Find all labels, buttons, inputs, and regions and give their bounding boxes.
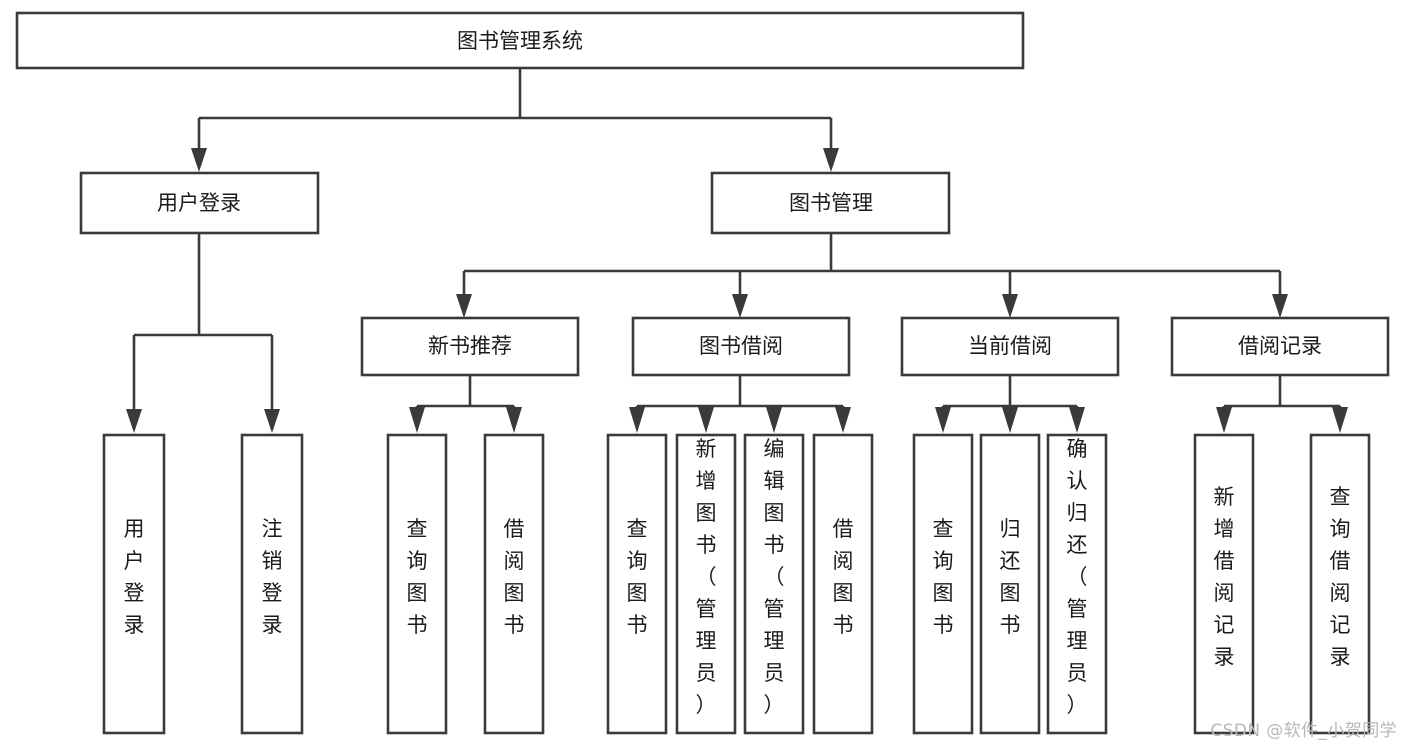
arrowhead-leaf-query-book-1	[409, 407, 425, 433]
arrowhead-leaf-user-login	[126, 409, 142, 433]
csdn-watermark: CSDN @软件_小贺同学	[1210, 721, 1397, 741]
node-borrow-record[interactable]: 借阅记录	[1170, 316, 1390, 377]
node-leaf-user-logout-label: 注销登录	[262, 517, 283, 637]
node-leaf-query-book-2[interactable]: 查询图书	[606, 433, 668, 735]
node-book-borrow-box[interactable]	[631, 316, 851, 377]
node-leaf-borrow-book-2-box[interactable]	[812, 433, 874, 735]
arrowhead-leaf-user-logout	[264, 409, 280, 433]
node-leaf-edit-book[interactable]: 编辑图书（管理员）	[743, 433, 805, 735]
node-leaf-user-login-label: 用户登录	[124, 517, 145, 637]
node-book-borrow[interactable]: 图书借阅	[631, 316, 851, 377]
node-user-login-box[interactable]	[79, 171, 320, 235]
node-leaf-add-book-label: 新增图书（管理员）	[696, 437, 717, 717]
node-leaf-borrow-book-1-box[interactable]	[483, 433, 545, 735]
node-leaf-query-book-2-label: 查询图书	[627, 517, 648, 637]
node-leaf-return-book-label: 归还图书	[1000, 517, 1021, 637]
node-leaf-query-book-3[interactable]: 查询图书	[912, 433, 974, 735]
node-current-borrow[interactable]: 当前借阅	[900, 316, 1120, 377]
node-root-box[interactable]	[15, 11, 1025, 70]
node-new-book-recommend-box[interactable]	[360, 316, 580, 377]
node-leaf-confirm-return[interactable]: 确认归还（管理员）	[1046, 433, 1108, 735]
node-leaf-add-book-box[interactable]	[675, 433, 737, 735]
node-book-management-box[interactable]	[710, 171, 951, 235]
node-current-borrow-box[interactable]	[900, 316, 1120, 377]
node-leaf-add-book[interactable]: 新增图书（管理员）	[675, 433, 737, 735]
node-user-login-label: 用户登录	[157, 191, 241, 215]
node-leaf-query-book-1[interactable]: 查询图书	[386, 433, 448, 735]
node-book-management-label: 图书管理	[789, 191, 873, 215]
node-leaf-query-book-1-box[interactable]	[386, 433, 448, 735]
arrowhead-leaf-add-record	[1216, 407, 1232, 433]
node-leaf-add-record-label: 新增借阅记录	[1214, 485, 1235, 669]
node-leaf-borrow-book-2-label: 借阅图书	[833, 517, 854, 637]
arrowhead-book-borrow	[732, 294, 748, 318]
arrowhead-leaf-borrow-book-1	[506, 407, 522, 433]
arrowhead-leaf-edit-book	[766, 407, 782, 433]
node-borrow-record-box[interactable]	[1170, 316, 1390, 377]
arrowhead-new-book-recommend	[456, 294, 472, 318]
node-leaf-confirm-return-box[interactable]	[1046, 433, 1108, 735]
node-leaf-borrow-book-1-label: 借阅图书	[504, 517, 525, 637]
node-current-borrow-label: 当前借阅	[968, 334, 1052, 358]
node-leaf-user-logout-box[interactable]	[240, 433, 304, 735]
node-user-login[interactable]: 用户登录	[79, 171, 320, 235]
node-leaf-borrow-book-2[interactable]: 借阅图书	[812, 433, 874, 735]
arrowhead-user-login	[191, 148, 207, 172]
node-book-borrow-label: 图书借阅	[699, 334, 783, 358]
arrowhead-book-management	[823, 148, 839, 172]
node-leaf-add-record[interactable]: 新增借阅记录	[1193, 433, 1255, 735]
node-borrow-record-label: 借阅记录	[1238, 334, 1322, 358]
node-leaf-edit-book-box[interactable]	[743, 433, 805, 735]
node-leaf-add-record-box[interactable]	[1193, 433, 1255, 735]
node-leaf-return-book-box[interactable]	[979, 433, 1041, 735]
node-leaf-edit-book-label: 编辑图书（管理员）	[764, 437, 785, 717]
node-new-book-recommend[interactable]: 新书推荐	[360, 316, 580, 377]
node-leaf-query-record-label: 查询借阅记录	[1330, 485, 1351, 669]
arrowhead-leaf-query-book-3	[935, 407, 951, 433]
node-root-label: 图书管理系统	[457, 29, 583, 53]
node-leaf-user-logout[interactable]: 注销登录	[240, 433, 304, 735]
arrowhead-leaf-confirm-return	[1069, 407, 1085, 433]
node-new-book-recommend-label: 新书推荐	[428, 334, 512, 358]
node-leaf-query-record[interactable]: 查询借阅记录	[1309, 433, 1371, 735]
arrowhead-leaf-borrow-book-2	[835, 407, 851, 433]
arrowhead-leaf-query-record	[1332, 407, 1348, 433]
arrowhead-leaf-return-book	[1002, 407, 1018, 433]
node-root[interactable]: 图书管理系统	[15, 11, 1025, 70]
connectors-layer	[126, 68, 1348, 433]
node-leaf-user-login-box[interactable]	[102, 433, 166, 735]
node-leaf-query-book-3-box[interactable]	[912, 433, 974, 735]
node-leaf-query-book-2-box[interactable]	[606, 433, 668, 735]
node-leaf-query-book-3-label: 查询图书	[933, 517, 954, 637]
arrowhead-borrow-record	[1272, 294, 1288, 318]
node-leaf-return-book[interactable]: 归还图书	[979, 433, 1041, 735]
node-leaf-query-record-box[interactable]	[1309, 433, 1371, 735]
node-leaf-query-book-1-label: 查询图书	[407, 517, 428, 637]
arrowhead-leaf-query-book-2	[629, 407, 645, 433]
node-leaf-borrow-book-1[interactable]: 借阅图书	[483, 433, 545, 735]
node-leaf-user-login[interactable]: 用户登录	[102, 433, 166, 735]
node-book-management[interactable]: 图书管理	[710, 171, 951, 235]
node-leaf-confirm-return-label: 确认归还（管理员）	[1067, 437, 1088, 717]
arrowhead-leaf-add-book	[698, 407, 714, 433]
arrowhead-current-borrow	[1002, 294, 1018, 318]
